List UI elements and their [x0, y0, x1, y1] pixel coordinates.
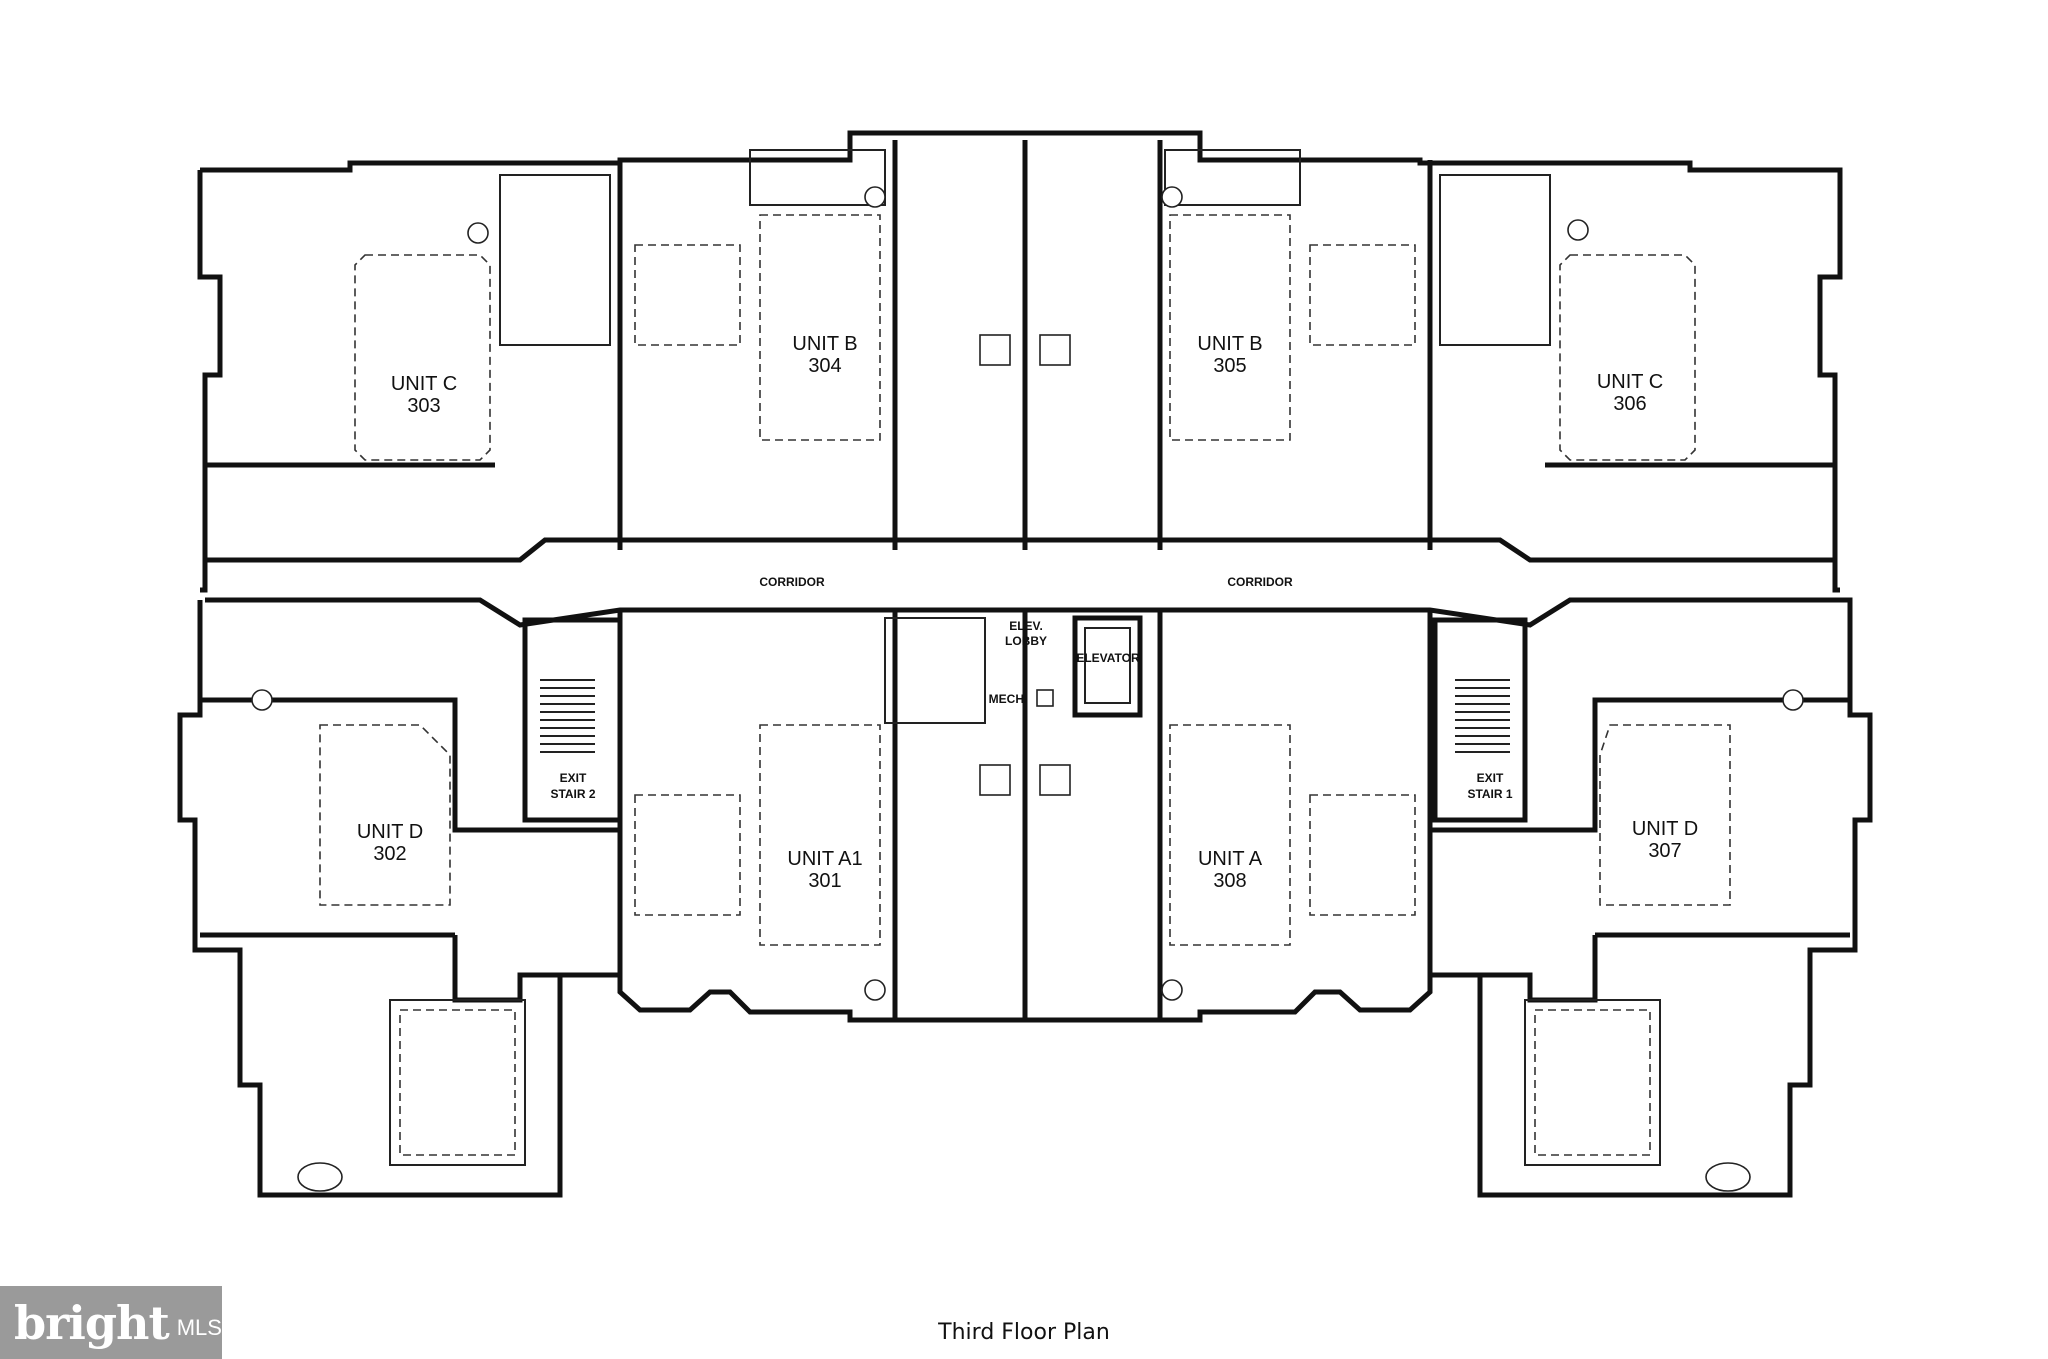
- plan-title: Third Floor Plan: [938, 1320, 1110, 1345]
- unit-c-306-number: 306: [1613, 393, 1646, 415]
- building-walls: [177, 130, 1873, 1198]
- unit-d-307-name: UNIT D: [1632, 818, 1698, 840]
- unit-a-308-name: UNIT A: [1198, 848, 1263, 870]
- unit-b-304-name: UNIT B: [792, 333, 857, 355]
- unit-c-303-number: 303: [407, 395, 440, 417]
- unit-c-303-name: UNIT C: [391, 373, 457, 395]
- corridor-label-left: CORRIDOR: [759, 575, 825, 589]
- mech-label: MECH.: [989, 692, 1028, 706]
- interior-lines: [251, 149, 1804, 1192]
- brand-name: bright: [14, 1295, 170, 1350]
- unit-b-305-number: 305: [1213, 355, 1246, 377]
- exit-stair-2-line1: EXIT: [560, 771, 587, 785]
- brand-suffix: MLS: [176, 1314, 222, 1340]
- exit-stair-2-line2: STAIR 2: [550, 787, 595, 801]
- unit-b-304-number: 304: [808, 355, 841, 377]
- unit-a-308-number: 308: [1213, 870, 1246, 892]
- exit-stair-1-line1: EXIT: [1477, 771, 1504, 785]
- plan-labels: UNIT C 303 UNIT B 304 UNIT B 305 UNIT C …: [357, 333, 1698, 892]
- unit-d-302-name: UNIT D: [357, 821, 423, 843]
- unit-a1-301-number: 301: [808, 870, 841, 892]
- unit-a1-301-name: UNIT A1: [787, 848, 862, 870]
- corridor-label-right: CORRIDOR: [1227, 575, 1293, 589]
- unit-b-305-name: UNIT B: [1197, 333, 1262, 355]
- unit-d-307-number: 307: [1648, 840, 1681, 862]
- exit-stair-1-line2: STAIR 1: [1467, 787, 1512, 801]
- unit-d-302-number: 302: [373, 843, 406, 865]
- bright-mls-logo: bright MLS: [0, 1286, 222, 1359]
- unit-c-306-name: UNIT C: [1597, 371, 1663, 393]
- elev-lobby-label-line1: ELEV.: [1009, 619, 1043, 633]
- elev-lobby-label-line2: LOBBY: [1005, 634, 1047, 648]
- elevator-label: ELEVATOR: [1076, 651, 1140, 665]
- stair-treads: [540, 679, 1510, 753]
